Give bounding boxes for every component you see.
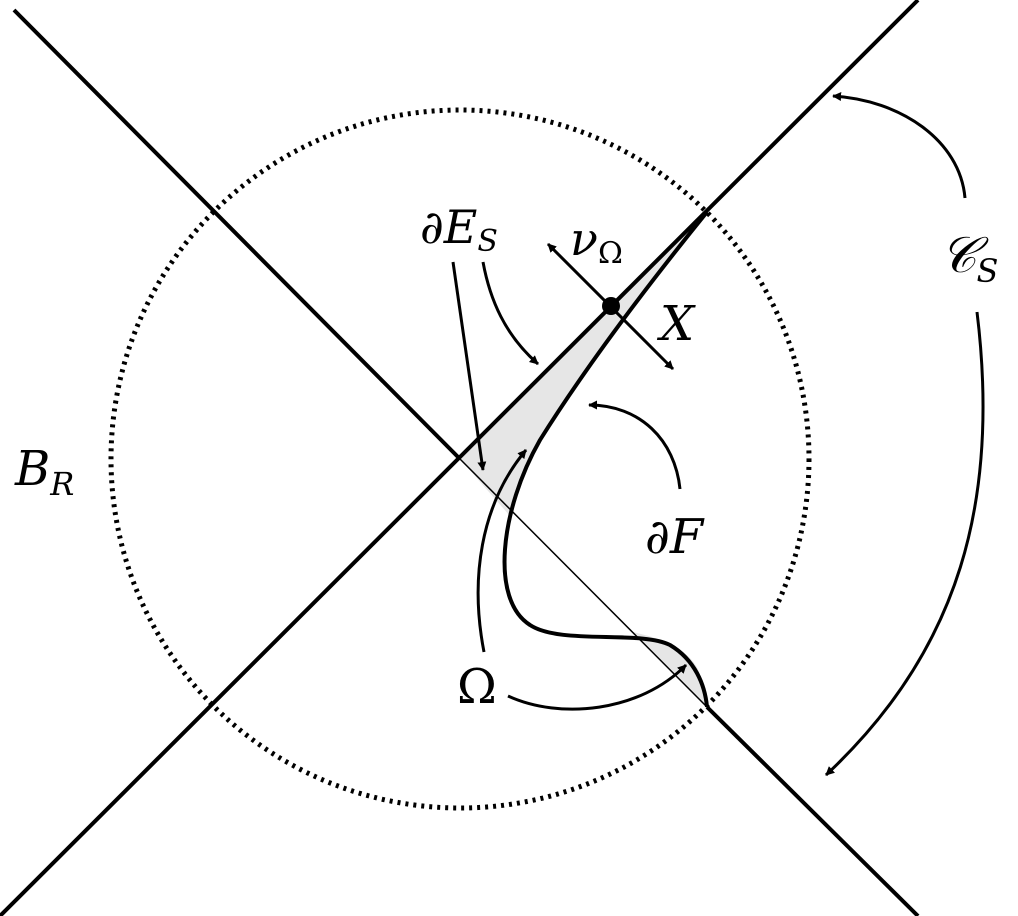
cone-line-descending-lower <box>705 705 920 916</box>
label-point-x: X <box>656 296 696 352</box>
normal-vector-arrow <box>546 242 675 371</box>
label-boundary-f: ∂F <box>645 509 705 565</box>
cone-arrow-up <box>832 91 967 199</box>
boundary-f-curve <box>502 210 709 708</box>
boundary-e-s-arrow-left <box>451 261 487 471</box>
boundary-f-arrow <box>588 400 682 490</box>
cone-arrow-down <box>824 311 985 777</box>
label-ball-b-r: BR <box>14 441 74 503</box>
boundary-e-s-arrow-right <box>481 261 539 366</box>
ball-b-r-circle <box>108 107 812 811</box>
label-boundary-e-s: ∂ES <box>420 200 498 259</box>
label-cone-c-s: 𝒞S <box>940 226 998 290</box>
label-normal-nu-omega: νΩ <box>570 212 623 271</box>
label-region-omega: Ω <box>457 659 497 715</box>
omega-arrow-up <box>476 449 528 653</box>
omega-arrow-right <box>507 663 688 711</box>
cone-line-descending-middle <box>459 458 708 708</box>
cone-line-descending-upper <box>12 8 462 461</box>
